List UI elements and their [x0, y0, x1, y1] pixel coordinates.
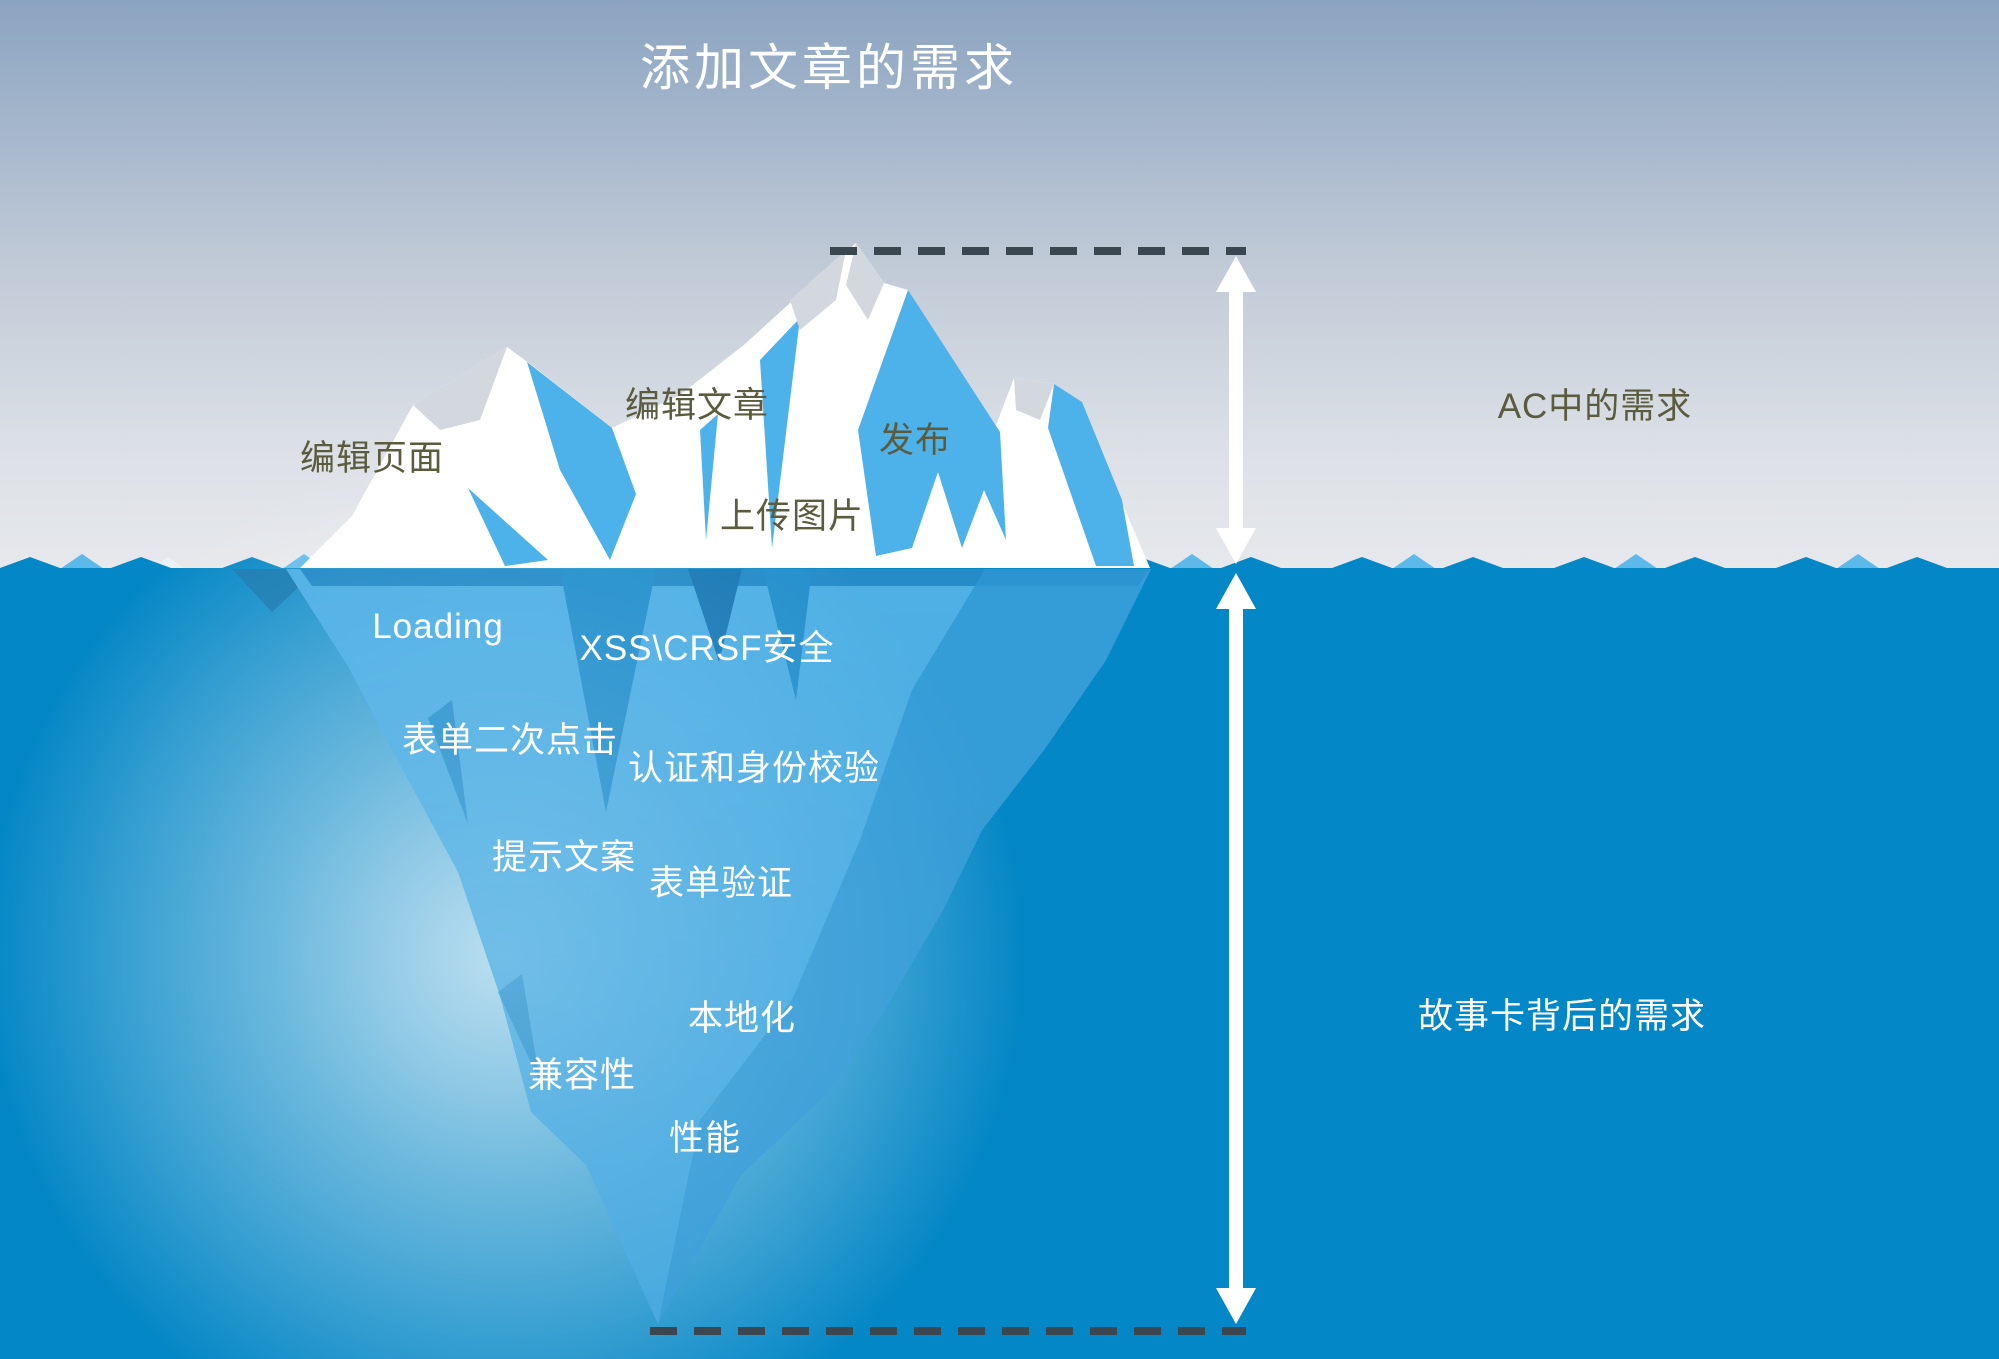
label-form-double-click: 表单二次点击 [401, 721, 619, 760]
annotation-behind-story-card: 故事卡背后的需求 [1417, 997, 1707, 1036]
label-auth-identity-verification: 认证和身份校验 [627, 749, 881, 788]
page-title: 添加文章的需求 [640, 40, 1018, 96]
label-edit-article: 编辑文章 [624, 386, 770, 425]
label-performance: 性能 [668, 1119, 742, 1158]
underwater-haze [0, 435, 1025, 1359]
label-publish: 发布 [878, 421, 952, 460]
label-upload-image: 上传图片 [719, 497, 865, 536]
below-water-measure-arrow [1216, 573, 1256, 1324]
label-form-validation: 表单验证 [648, 864, 794, 903]
label-loading: Loading [372, 607, 504, 646]
label-xss-crsf-security: XSS\CRSF安全 [579, 629, 835, 668]
annotation-ac-requirements: AC中的需求 [1497, 387, 1693, 426]
label-compatibility: 兼容性 [527, 1056, 637, 1095]
above-water-measure-arrow [1216, 256, 1256, 564]
label-hint-copy: 提示文案 [491, 838, 637, 877]
iceberg-above-water [300, 243, 1150, 568]
label-edit-page: 编辑页面 [299, 439, 445, 478]
label-localization: 本地化 [687, 999, 797, 1038]
